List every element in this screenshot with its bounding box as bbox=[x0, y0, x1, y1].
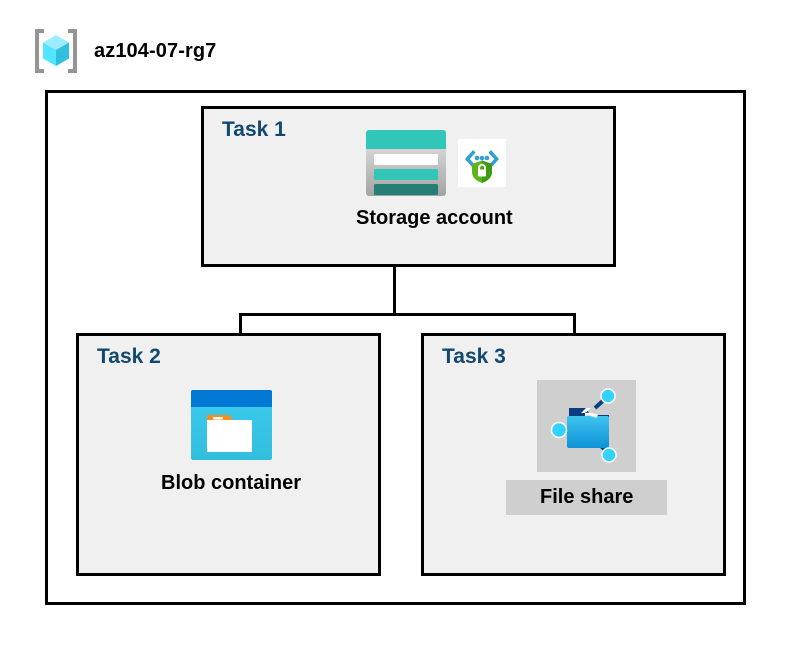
task-1-label: Task 1 bbox=[222, 118, 286, 141]
storage-account-icon bbox=[363, 127, 449, 199]
task-box-3[interactable]: Task 3 bbox=[421, 333, 726, 576]
blob-container-icon bbox=[189, 386, 274, 464]
resource-group-header: az104-07-rg7 bbox=[30, 25, 216, 77]
resource-group-cube-icon bbox=[30, 25, 82, 77]
storage-account-caption: Storage account bbox=[356, 207, 513, 229]
file-share-icon bbox=[537, 380, 637, 472]
task-box-1[interactable]: Task 1 bbox=[201, 106, 616, 267]
node-storage-account[interactable]: Storage account bbox=[356, 127, 513, 230]
node-file-share[interactable]: File share bbox=[506, 380, 668, 515]
secure-endpoint-shield-icon bbox=[457, 139, 506, 187]
task-box-2[interactable]: Task 2 bbox=[76, 333, 381, 576]
task-3-label: Task 3 bbox=[442, 345, 506, 368]
connector-horizontal-bus bbox=[239, 313, 576, 316]
resource-group-container: Task 1 bbox=[45, 90, 746, 605]
node-blob-container[interactable]: Blob container bbox=[161, 386, 301, 495]
connector-storage-to-bus bbox=[393, 267, 396, 315]
file-share-caption: File share bbox=[506, 480, 668, 515]
task-2-label: Task 2 bbox=[97, 345, 161, 368]
resource-group-name: az104-07-rg7 bbox=[94, 39, 217, 62]
blob-container-caption: Blob container bbox=[161, 472, 302, 494]
